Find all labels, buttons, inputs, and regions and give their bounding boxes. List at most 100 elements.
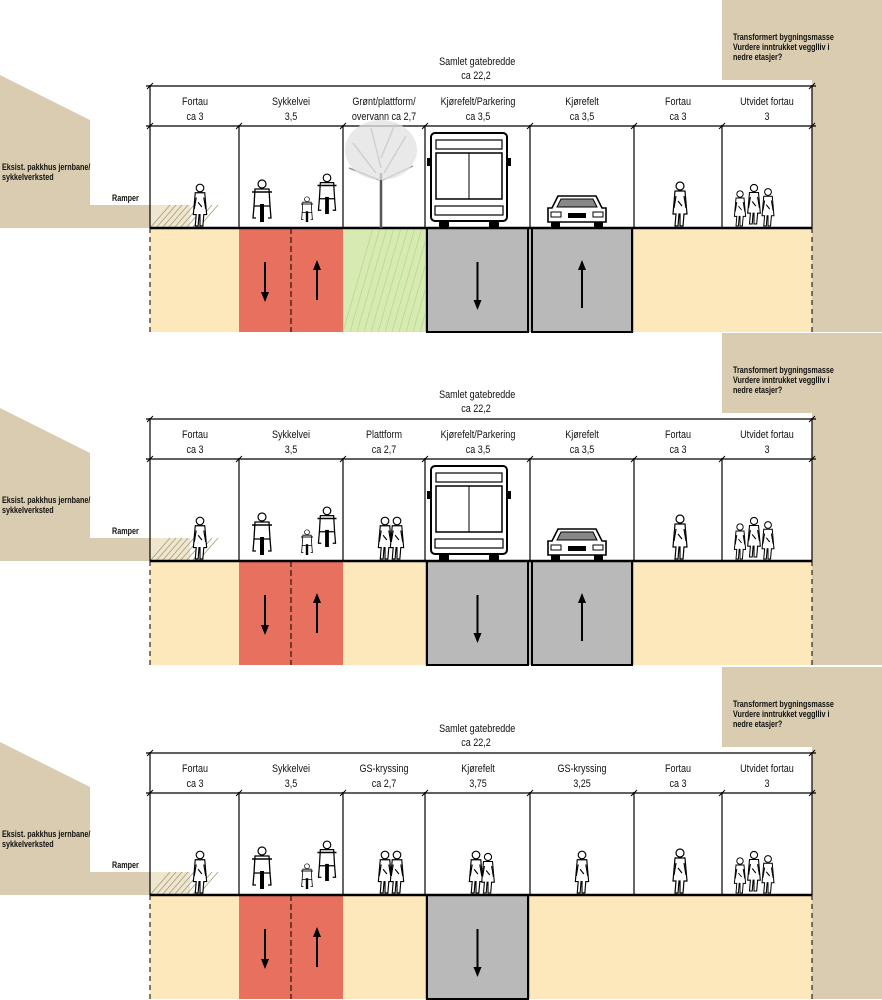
total-width-label: Samlet gatebredde xyxy=(439,723,516,735)
lane-surface-3 xyxy=(343,895,425,999)
car-illustration xyxy=(547,528,607,561)
lane-surface-3 xyxy=(343,561,425,665)
building-label: Eksist. pakkhus jernbane/ xyxy=(2,495,91,505)
cyclist-figure xyxy=(252,846,272,889)
lane-width-6: ca 3 xyxy=(669,111,687,123)
existing-building xyxy=(0,75,150,228)
lane-width-2: 3,5 xyxy=(284,111,298,123)
note-text: Transformert bygningsmasse xyxy=(733,32,834,42)
child-cyclist-figure xyxy=(300,863,314,889)
lane-width-1: ca 3 xyxy=(185,444,204,456)
bus-illustration xyxy=(427,132,511,228)
lane-name-7: Utvidet fortau xyxy=(740,429,794,441)
lane-name-4: Kjørefelt/Parkering xyxy=(440,96,515,108)
building-label: Eksist. pakkhus jernbane/ xyxy=(2,162,91,172)
pedestrian-figure xyxy=(574,850,590,894)
note-text: Vurdere inntrukket vegglliv i xyxy=(733,375,830,385)
lane-name-2: Sykkelvei xyxy=(271,429,311,441)
total-width-value: ca 22,2 xyxy=(461,403,491,415)
lane-name-3: GS-kryssing xyxy=(359,763,409,775)
ramp-hatch xyxy=(149,537,219,562)
lane-surface-6 xyxy=(634,895,722,999)
pedestrian-figure xyxy=(747,516,761,558)
lane-name-7: Utvidet fortau xyxy=(740,96,794,108)
note-text: Transformert bygningsmasse xyxy=(733,365,834,375)
lane-width-4: ca 3,5 xyxy=(465,111,490,123)
pedestrian-figure xyxy=(192,850,208,894)
pedestrian-figure xyxy=(761,188,775,227)
cyclist-figure xyxy=(317,173,337,214)
lane-surface-7 xyxy=(722,228,812,332)
building-label: Eksist. pakkhus jernbane/ xyxy=(2,829,91,839)
figures xyxy=(192,465,775,561)
pedestrian-figure xyxy=(733,857,747,894)
bike-arrow-down xyxy=(261,595,269,635)
bus-illustration xyxy=(427,465,511,561)
pedestrian-figure xyxy=(761,521,775,560)
cyclist-figure xyxy=(252,512,272,555)
lane-surface-4 xyxy=(425,560,530,666)
lane-name-2: Sykkelvei xyxy=(271,763,311,775)
lane-name-1: Fortau xyxy=(181,763,208,775)
bike-arrow-down xyxy=(261,929,269,969)
lane-surface-6 xyxy=(634,561,722,665)
total-width-value: ca 22,2 xyxy=(461,70,491,82)
pedestrian-figure xyxy=(672,514,688,560)
lane-width-7: 3 xyxy=(764,444,770,456)
lane-width-2: 3,5 xyxy=(284,778,298,790)
lane-surface-3 xyxy=(342,227,465,333)
section-drawing xyxy=(0,0,882,333)
new-building-block xyxy=(812,333,882,665)
pedestrian-figure xyxy=(761,855,775,894)
lane-width-6: ca 3 xyxy=(669,444,687,456)
child-cyclist-figure xyxy=(300,196,314,222)
road-arrow-up xyxy=(578,260,586,308)
lane-surface-4 xyxy=(425,227,530,333)
pedestrian-figure xyxy=(377,850,393,894)
pedestrian-figure xyxy=(192,183,208,227)
lane-surface-5 xyxy=(530,895,634,999)
lane-surface-7 xyxy=(722,561,812,665)
total-width-value: ca 22,2 xyxy=(461,737,491,749)
lane-surface-2 xyxy=(239,561,343,665)
lane-surface-5 xyxy=(530,227,634,333)
note-text: Vurdere inntrukket vegglliv i xyxy=(733,709,830,719)
lane-name-4: Kjørefelt/Parkering xyxy=(440,429,515,441)
new-building-block xyxy=(812,667,882,999)
lane-surface-1 xyxy=(150,228,239,332)
figures xyxy=(192,840,775,894)
lane-width-7: 3 xyxy=(764,778,770,790)
tree-illustration xyxy=(345,120,417,228)
bike-arrow-up xyxy=(313,260,321,300)
lane-surface-1 xyxy=(150,895,239,999)
pedestrian-figure xyxy=(672,181,688,227)
bike-arrow-up xyxy=(313,927,321,967)
lane-surface-1 xyxy=(150,561,239,665)
lane-width-2: 3,5 xyxy=(284,444,298,456)
lane-name-3: Grønt/plattform/ xyxy=(352,96,416,108)
pedestrian-figure xyxy=(733,190,747,227)
ramp-hatch xyxy=(149,871,219,896)
road-arrow-down xyxy=(473,262,482,310)
lane-surface-2 xyxy=(239,228,343,332)
pedestrian-figure xyxy=(747,850,761,892)
road-arrow-down xyxy=(473,929,482,977)
note-box xyxy=(722,333,812,413)
car-illustration xyxy=(547,195,607,228)
pedestrian-figure xyxy=(192,516,208,560)
ramp-label: Ramper xyxy=(112,526,139,536)
lane-name-6: Fortau xyxy=(664,96,692,108)
building-label: sykkelverksted xyxy=(2,172,54,182)
lane-name-5: Kjørefelt xyxy=(565,429,599,441)
note-text: Vurdere inntrukket vegglliv i xyxy=(733,42,830,52)
lane-name-6: Fortau xyxy=(664,763,692,775)
pedestrian-figure xyxy=(468,850,484,894)
bike-arrow-up xyxy=(313,593,321,633)
road-arrow-up xyxy=(578,593,586,641)
pedestrian-figure xyxy=(481,852,495,894)
lane-surface-4 xyxy=(425,894,530,1000)
lane-surface-6 xyxy=(634,228,722,332)
existing-building xyxy=(0,742,150,895)
lane-surface-2 xyxy=(239,895,343,999)
